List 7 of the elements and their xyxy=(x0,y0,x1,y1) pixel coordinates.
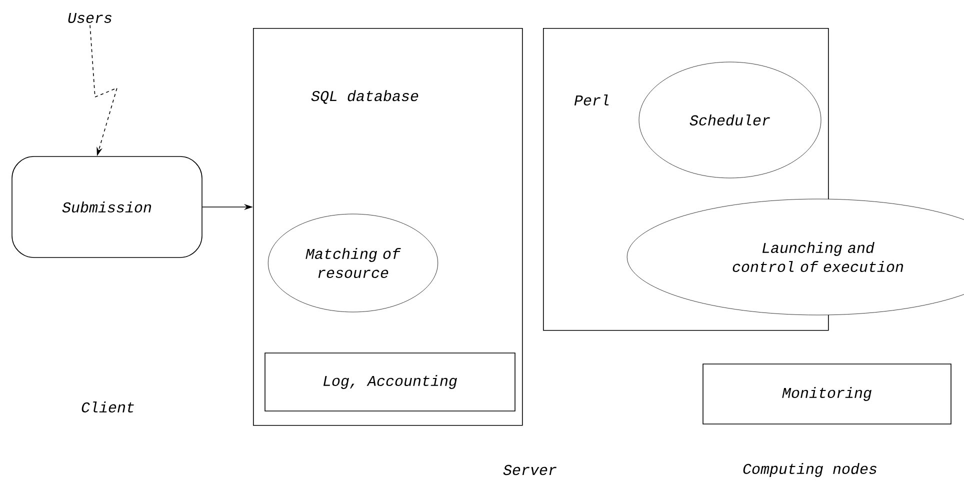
process-box: Submission xyxy=(12,156,202,258)
module-box: Log, Accounting xyxy=(264,352,516,412)
user-label: Users xyxy=(68,13,112,23)
tier-label: Computing nodes xyxy=(743,463,876,477)
tier-label: Client xyxy=(82,402,134,412)
module-box: Monitoring xyxy=(702,364,952,424)
tier-label: Server xyxy=(503,464,556,476)
